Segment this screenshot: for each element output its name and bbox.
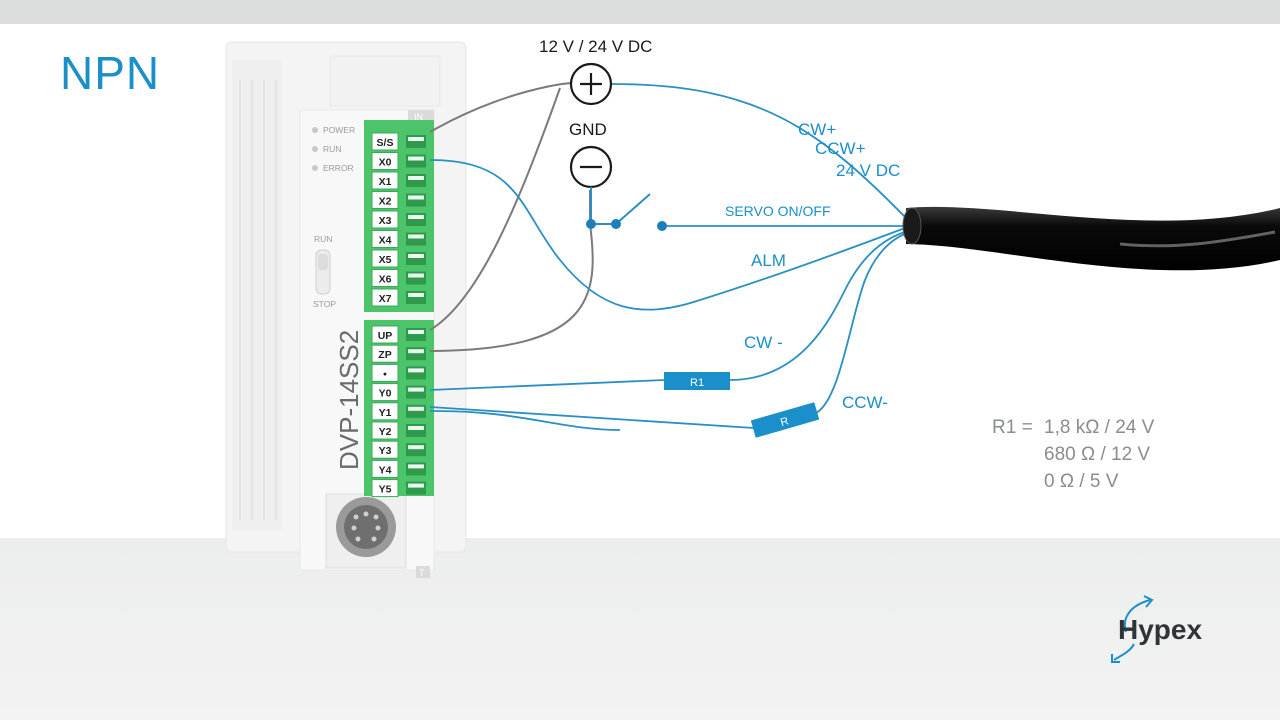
terminal-label: X7 xyxy=(379,293,392,305)
plc-in-label: IN xyxy=(414,112,423,122)
terminal-screw[interactable] xyxy=(406,443,426,457)
terminal-screw[interactable] xyxy=(406,135,426,148)
terminal-screw[interactable] xyxy=(406,252,426,265)
plc-model-label: DVP-14SS2 xyxy=(334,330,364,470)
supply-voltage-label: 12 V / 24 V DC xyxy=(539,37,652,56)
bottom-band xyxy=(0,538,1280,720)
terminal-y3: Y3 xyxy=(371,440,426,459)
led-power-label: POWER xyxy=(323,125,355,135)
terminal-x3: X3 xyxy=(371,210,426,229)
terminal-screw[interactable] xyxy=(406,232,426,246)
legend-value: 680 Ω / 12 V xyxy=(1044,444,1151,465)
brand-arrows-icon xyxy=(1111,595,1154,663)
terminal-label: X1 xyxy=(379,176,392,188)
terminal-y0: Y0 xyxy=(371,383,426,402)
terminal-y1: Y1 xyxy=(371,402,426,421)
gnd-label: GND xyxy=(569,120,607,139)
legend-key: R1 = xyxy=(992,417,1033,438)
terminal-label: UP xyxy=(378,330,393,342)
supply-positive-symbol xyxy=(569,62,613,106)
terminal-screw[interactable] xyxy=(406,213,426,226)
cw-minus-label: CW - xyxy=(744,333,783,352)
brand-logo: Hypex xyxy=(1108,596,1248,662)
terminal-y2: Y2 xyxy=(371,421,426,440)
plc-bottom-label: T xyxy=(419,568,425,578)
terminal-y4: Y4 xyxy=(371,459,426,478)
terminal-label: X4 xyxy=(379,235,392,247)
terminal-screw[interactable] xyxy=(406,481,426,495)
resistor-r1: R1 xyxy=(664,372,730,390)
terminal-screw[interactable] xyxy=(406,366,426,380)
led-run-label: RUN xyxy=(323,144,341,154)
terminal-ss: S/S xyxy=(371,132,426,151)
error-led xyxy=(312,165,318,171)
terminal-screw[interactable] xyxy=(406,174,426,187)
terminal-label: X6 xyxy=(379,274,392,286)
terminal-x4: X4 xyxy=(371,230,426,248)
terminal-screw[interactable] xyxy=(406,404,426,418)
terminal-label: Y0 xyxy=(379,388,392,400)
terminal-screw[interactable] xyxy=(406,328,426,341)
resistor-legend: R1 = 1,8 kΩ / 24 V 680 Ω / 12 V 0 Ω / 5 V xyxy=(992,414,1154,495)
terminal-label: X5 xyxy=(379,254,392,266)
switch-run-label: RUN xyxy=(314,234,332,244)
brand-name: Hypex xyxy=(1118,614,1203,645)
terminal-screw[interactable] xyxy=(406,271,426,285)
top-bar xyxy=(0,0,1280,24)
terminal-: • xyxy=(371,363,426,382)
terminal-screw[interactable] xyxy=(406,424,426,437)
terminal-x5: X5 xyxy=(371,249,426,268)
switch-stop-label: STOP xyxy=(313,299,336,309)
resistor-r-label: R xyxy=(779,415,790,429)
cw-plus-label: CW+ xyxy=(798,120,836,139)
terminal-label: Y3 xyxy=(379,445,392,457)
terminal-label: X0 xyxy=(379,157,392,169)
terminal-screw[interactable] xyxy=(406,462,426,476)
terminal-label: X2 xyxy=(379,196,392,208)
ccw-plus-label: CCW+ xyxy=(815,139,866,158)
terminal-label: • xyxy=(383,368,387,380)
terminal-x1: X1 xyxy=(371,171,426,190)
servo-cable xyxy=(902,206,1280,271)
terminal-screw[interactable] xyxy=(406,347,426,361)
terminal-label: S/S xyxy=(377,137,394,149)
resistor-r1-label: R1 xyxy=(690,377,704,389)
terminal-screw[interactable] xyxy=(406,154,426,168)
terminal-x0: X0 xyxy=(371,152,426,170)
run-led xyxy=(312,146,318,152)
terminal-y5: Y5 xyxy=(371,479,426,498)
terminal-label: Y1 xyxy=(379,407,392,419)
terminal-screw[interactable] xyxy=(406,385,426,399)
legend-value: 1,8 kΩ / 24 V xyxy=(1044,417,1155,438)
terminal-screw[interactable] xyxy=(406,291,426,304)
page-title: NPN xyxy=(60,47,161,99)
power-led xyxy=(312,127,318,133)
ccw-minus-label: CCW- xyxy=(842,393,888,412)
supply-negative-symbol xyxy=(569,145,613,189)
terminal-x2: X2 xyxy=(371,191,426,209)
blue-wires xyxy=(429,83,911,431)
servo-label: SERVO ON/OFF xyxy=(725,203,831,219)
alm-label: ALM xyxy=(751,251,786,270)
resistor-r: R xyxy=(750,402,820,438)
dc24-label: 24 V DC xyxy=(836,161,900,180)
terminal-x6: X6 xyxy=(371,269,426,287)
terminal-label: Y2 xyxy=(379,426,392,438)
terminal-label: Y4 xyxy=(379,464,392,476)
terminal-zp: ZP xyxy=(371,344,426,363)
terminal-screw[interactable] xyxy=(406,193,426,207)
legend-value: 0 Ω / 5 V xyxy=(1044,471,1119,492)
led-error-label: ERROR xyxy=(323,163,354,173)
servo-switch xyxy=(586,187,667,231)
terminal-x7: X7 xyxy=(371,288,426,307)
terminal-up: UP xyxy=(371,325,426,344)
terminal-label: X3 xyxy=(379,215,392,227)
terminal-label: Y5 xyxy=(379,484,392,496)
terminal-label: ZP xyxy=(378,349,391,361)
